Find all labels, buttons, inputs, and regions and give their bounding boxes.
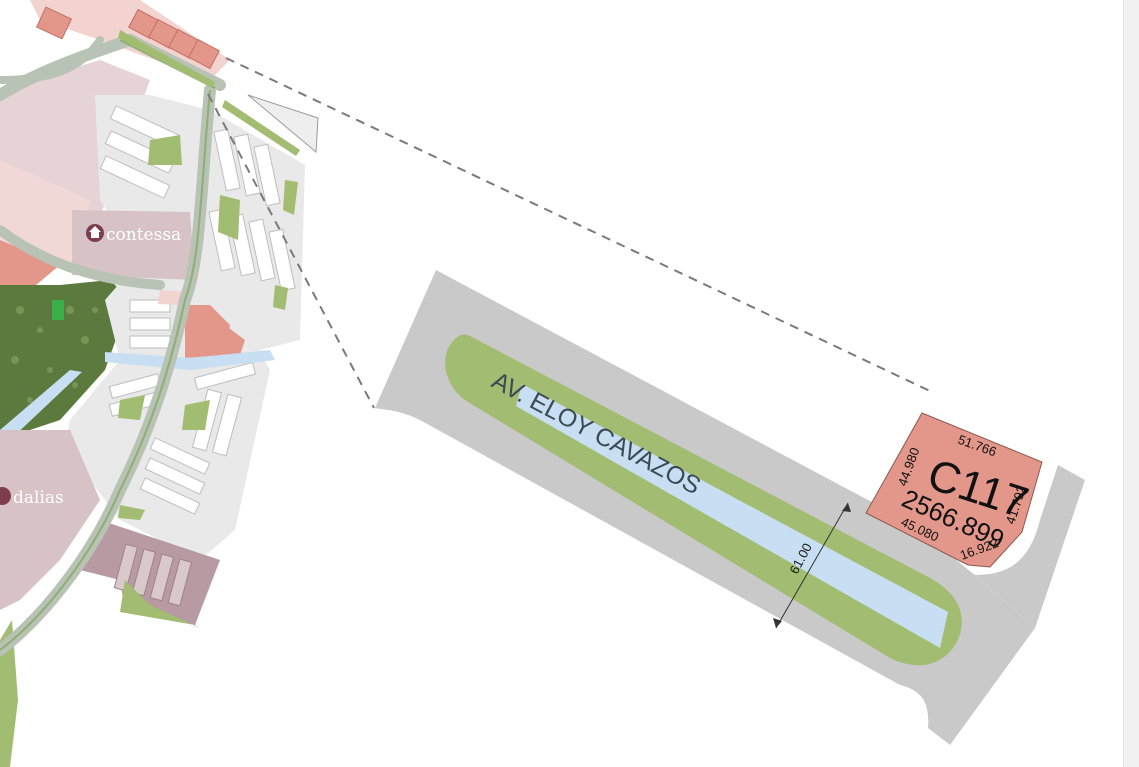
green-buffer [120,580,200,628]
green-spaces [118,135,298,520]
park-trees [11,306,98,403]
contessa-label: contessa [86,224,181,245]
commercial-lot-center [185,305,230,358]
detail-view: AV. ELOY CAVAZOS 61.00 C117 2566.899 51.… [375,270,1085,745]
canal [105,350,275,370]
home-icon [0,487,11,505]
zoom-connector [207,57,933,409]
commercial-lot-small [158,290,185,305]
overview-map: contessa dalias [0,0,319,767]
commercial-lot-center-2 [225,325,245,355]
lot-c117[interactable] [865,412,1043,568]
dalias-label: dalias [0,487,64,508]
commercial-lot-large [0,240,60,290]
sports-field [52,300,64,320]
median-canal [516,384,948,648]
commercial-lot [35,6,73,40]
dalias-name: dalias [13,488,64,508]
median-right [222,100,300,156]
median-top [118,30,215,88]
dalias-block [0,430,100,610]
contessa-name: contessa [106,225,181,245]
dalias-lots [113,543,193,607]
contessa-block [72,210,195,280]
green-edge [0,620,18,767]
canal-diagonal [0,370,82,440]
home-icon-shape [89,226,101,238]
blank-lot [247,94,319,154]
vertical-scrollbar[interactable] [1123,0,1139,767]
side-street [975,465,1085,628]
commercial-lot [188,38,220,70]
